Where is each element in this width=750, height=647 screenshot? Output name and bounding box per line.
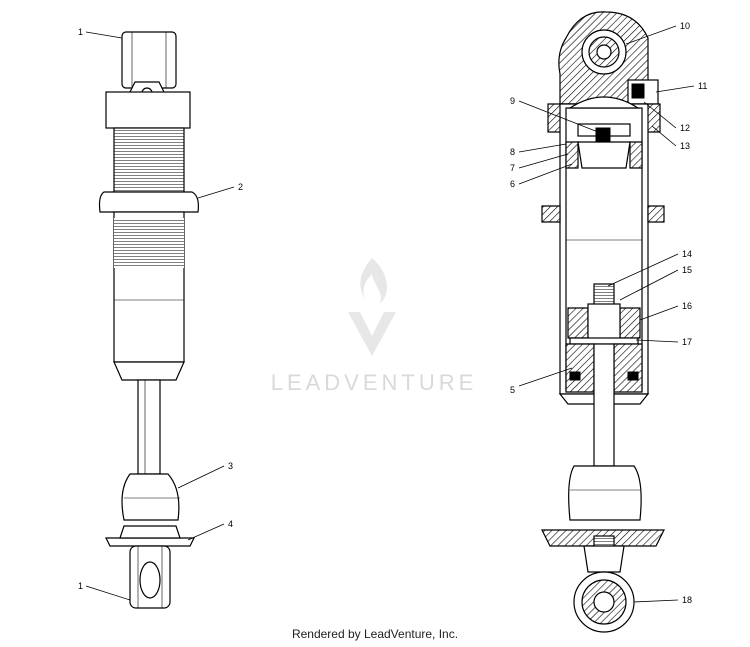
callout-13: 13 bbox=[680, 141, 690, 151]
floating-piston-seal bbox=[595, 127, 611, 143]
left-shock-assembly bbox=[98, 31, 199, 609]
leadventure-watermark: LEADVENTURE bbox=[271, 258, 478, 395]
callout-2: 2 bbox=[238, 182, 243, 192]
callout-4: 4 bbox=[228, 519, 233, 529]
main-piston-left bbox=[567, 307, 589, 339]
callout-15: 15 bbox=[682, 265, 692, 275]
seal-head-right bbox=[613, 343, 643, 393]
callout-1-top: 1 bbox=[78, 27, 83, 37]
callout-leaders bbox=[85, 25, 695, 603]
top-body-cap bbox=[105, 91, 191, 129]
callout-5: 5 bbox=[510, 385, 515, 395]
callout-7: 7 bbox=[510, 163, 515, 173]
main-piston-right bbox=[619, 307, 641, 339]
callout-1-bottom: 1 bbox=[78, 581, 83, 591]
callout-8: 8 bbox=[510, 147, 515, 157]
piston-shaft bbox=[137, 379, 161, 475]
flame-logo-icon bbox=[348, 258, 396, 356]
callout-9: 9 bbox=[510, 96, 515, 106]
callout-11: 11 bbox=[698, 81, 707, 91]
top-eye-mount bbox=[121, 31, 177, 89]
callout-17: 17 bbox=[682, 337, 692, 347]
spring-collar bbox=[98, 191, 199, 213]
callout-18: 18 bbox=[682, 595, 692, 605]
callout-16: 16 bbox=[682, 301, 692, 311]
rod-shaft bbox=[593, 343, 615, 467]
threaded-collar bbox=[113, 127, 185, 193]
bump-stop bbox=[121, 473, 180, 521]
right-shock-cutaway bbox=[541, 11, 665, 633]
watermark-brand: LEADVENTURE bbox=[271, 370, 478, 395]
bump-stop-right bbox=[568, 465, 642, 521]
callout-6: 6 bbox=[510, 179, 515, 189]
seal-head-left bbox=[565, 343, 595, 393]
callout-12: 12 bbox=[680, 123, 690, 133]
footer-credit: Rendered by LeadVenture, Inc. bbox=[291, 627, 459, 641]
lower-spring-seat bbox=[105, 537, 195, 547]
floating-piston bbox=[577, 141, 631, 169]
callout-10: 10 bbox=[680, 21, 690, 31]
cylinder-bottom bbox=[113, 361, 185, 381]
callout-labels: 1 2 3 4 1 10 11 12 13 9 8 7 6 14 15 16 1… bbox=[78, 21, 707, 605]
callout-14: 14 bbox=[682, 249, 692, 259]
callout-3: 3 bbox=[228, 461, 233, 471]
